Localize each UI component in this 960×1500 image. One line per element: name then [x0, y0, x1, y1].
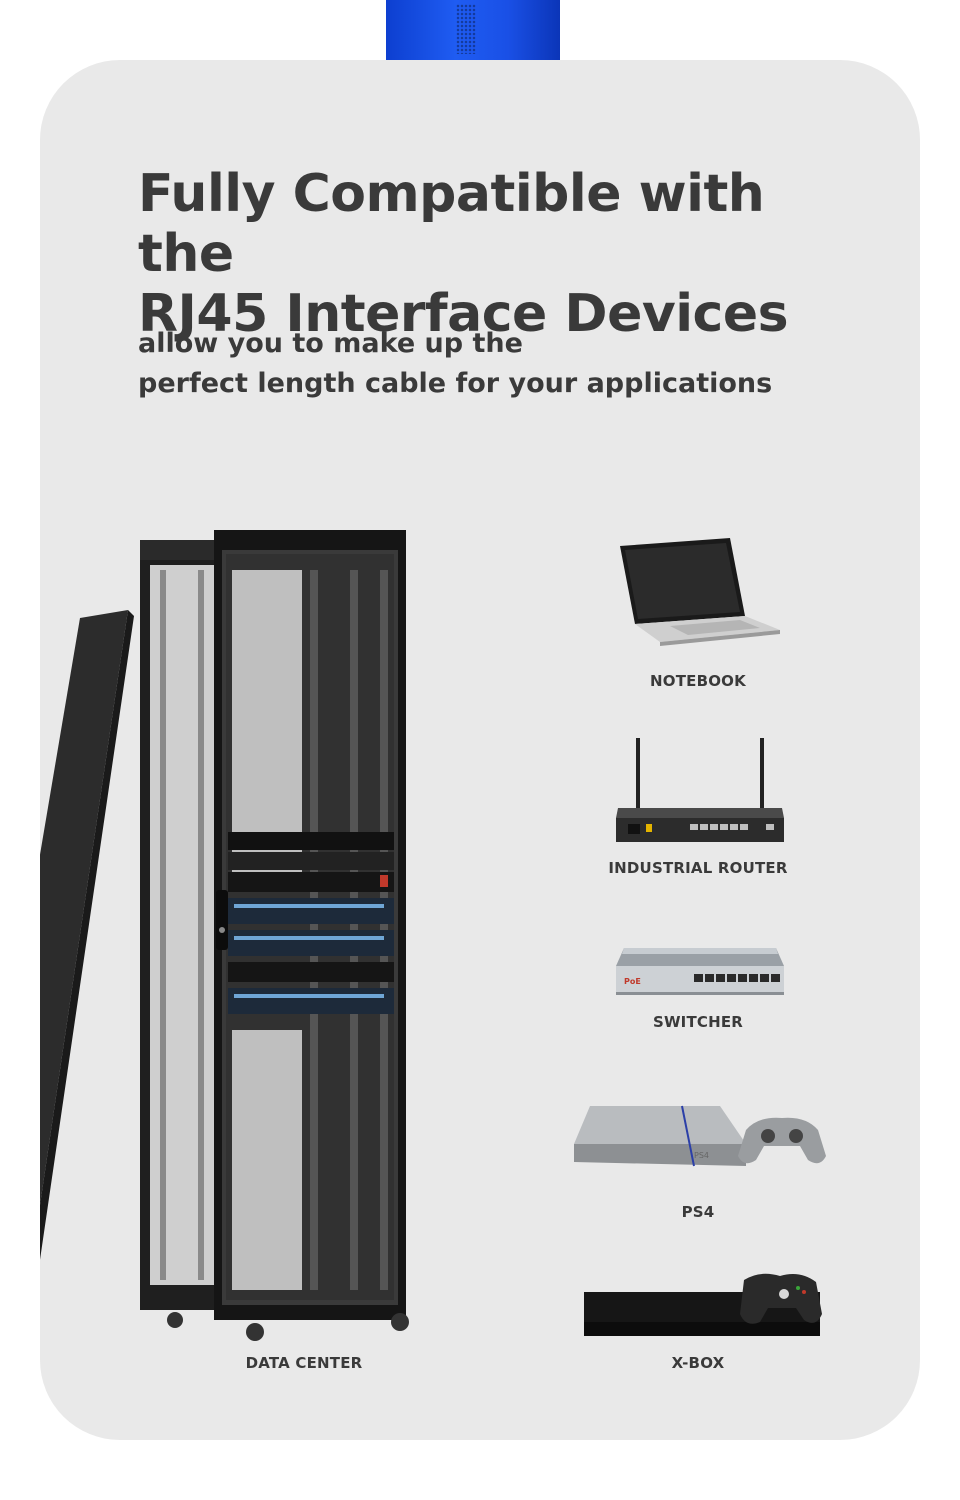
xbox-image	[584, 1273, 822, 1336]
label-switcher: SWITCHER	[652, 1013, 744, 1031]
switcher-image: PoE	[616, 948, 784, 995]
ps4-image: PS4	[574, 1105, 826, 1167]
headline-line2: RJ45 Interface Devices	[138, 284, 789, 344]
switch-badge: PoE	[624, 977, 641, 986]
subheadline-line2: perfect length cable for your applicatio…	[138, 368, 773, 399]
connector-texture	[456, 4, 476, 54]
label-data-center: DATA CENTER	[245, 1354, 363, 1372]
industrial-router-image	[616, 738, 784, 842]
label-xbox: X-BOX	[671, 1354, 725, 1372]
headline-line1: Fully Compatible with the	[138, 164, 765, 284]
ps4-logo: PS4	[694, 1151, 709, 1160]
notebook-image	[620, 538, 780, 646]
headline: Fully Compatible with the RJ45 Interface…	[138, 164, 858, 344]
blue-connector-tab	[386, 0, 560, 60]
label-ps4: PS4	[681, 1203, 715, 1221]
subheadline-line1: allow you to make up the	[138, 328, 523, 359]
server-rack-image	[40, 530, 409, 1341]
label-industrial-router: INDUSTRIAL ROUTER	[608, 859, 788, 877]
label-notebook: NOTEBOOK	[650, 672, 746, 690]
compatibility-card: Fully Compatible with the RJ45 Interface…	[40, 60, 920, 1440]
subheadline: allow you to make up the perfect length …	[138, 324, 858, 404]
